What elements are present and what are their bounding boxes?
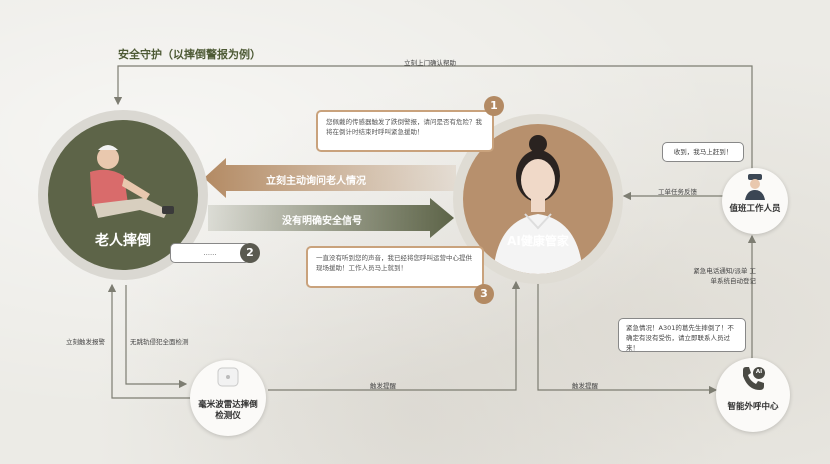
label-radar-trigger: 触发提醒: [370, 382, 396, 390]
label-emergency: 紧急电话通知/派单 工单系统自动登记: [693, 267, 756, 285]
page-title: 安全守护（以摔倒警报为例）: [118, 48, 261, 61]
label-work-order: 工单任务反馈: [658, 188, 697, 196]
arrow-ask-label: 立刻主动询问老人情况: [266, 176, 366, 187]
ai-avatar-icon: [493, 135, 583, 274]
edge-ai-trigger: [537, 282, 718, 395]
bubble-alert-question: 您佩戴的传感器触发了跌倒警报，请问是否有危险？我将在倒计时结束时呼叫紧急援助！: [316, 110, 494, 152]
edge-top-loop: [113, 65, 753, 175]
radar-label: 毫米波雷达摔倒检测仪: [198, 400, 258, 421]
phone-ai-icon: [743, 367, 765, 390]
call-center-node: [716, 358, 790, 432]
label-top-loop: 立刻上门确认帮助: [404, 59, 456, 67]
label-ai-trigger: 触发提醒: [572, 382, 598, 390]
elderly-man-icon: [90, 145, 174, 218]
edge-radar-detect: [125, 285, 188, 389]
step-badge-2: 2: [240, 243, 260, 263]
edge-radar-trigger: [268, 280, 521, 391]
bubble-staff-reply: 收到，我马上赶到！: [662, 142, 744, 162]
label-radar-detect: 无跳轨侵犯全面检测: [130, 338, 189, 346]
arrow-no-signal-label: 没有明确安全信号: [282, 216, 362, 227]
bubble-help-dispatched: 一直没有听到您的声音，我已经将您呼叫运营中心提供现场援助！工作人员马上就到！: [306, 246, 484, 288]
arrow-no-signal: [208, 198, 454, 238]
elder-label: 老人摔倒: [95, 233, 151, 249]
radar-device-icon: [217, 367, 239, 387]
edge-trigger-alarm: [107, 283, 198, 399]
step-badge-3: 3: [474, 284, 494, 304]
ai-icon-text: AI: [755, 369, 763, 375]
call-center-label: 智能外呼中心: [727, 402, 779, 412]
arrow-ask: [204, 158, 456, 198]
staff-label: 值班工作人员: [729, 204, 781, 214]
ai-label: AI健康管家: [507, 234, 569, 248]
bubble-elder-silence: ……: [170, 243, 250, 263]
staff-icon: [745, 174, 765, 200]
bubble-call-center: 紧急情况！A301的葛先生摔倒了！不确定有没有受伤，请立即联系人员过来！: [618, 318, 746, 352]
step-badge-1: 1: [484, 96, 504, 116]
label-trigger-alarm: 立刻触发报警: [66, 338, 105, 346]
